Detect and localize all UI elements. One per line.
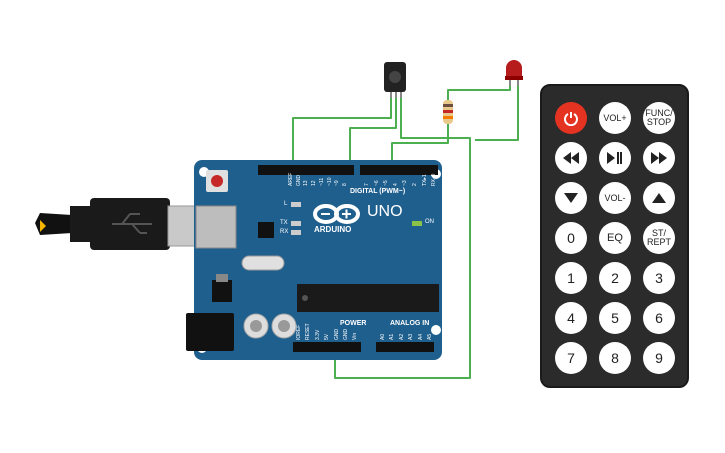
- pin-label: ~3: [402, 180, 409, 186]
- digit-6-button[interactable]: 6: [643, 302, 675, 334]
- pin-label: GND: [333, 328, 340, 340]
- usb-cable: [35, 198, 207, 250]
- on-label: ON: [425, 219, 434, 225]
- red-led[interactable]: [505, 60, 523, 86]
- digital-label: DIGITAL (PWM~): [350, 188, 406, 195]
- tx-label: TX: [280, 220, 288, 226]
- wire-receiver-gnd: [292, 95, 392, 168]
- wire-receiver-pin9: [349, 95, 397, 168]
- vol-plus-button[interactable]: VOL+: [599, 102, 631, 134]
- pin-label: RESET: [305, 323, 312, 340]
- digit-4-button[interactable]: 4: [555, 302, 587, 334]
- digit-8-button[interactable]: 8: [599, 342, 631, 374]
- pin-label: 8: [341, 183, 348, 186]
- digit-1-button[interactable]: 1: [555, 262, 587, 294]
- wire-led-resistor: [447, 85, 511, 100]
- pin-label: 3.3V: [314, 329, 321, 340]
- pin-label: ~9: [334, 180, 341, 186]
- pin-label: A5: [427, 333, 433, 340]
- pin-label: ~11: [318, 177, 325, 186]
- vol-minus-button[interactable]: VOL-: [599, 182, 631, 214]
- pin-label: A3: [408, 333, 415, 340]
- pin-label: GND: [343, 328, 349, 340]
- pin-label: Vin: [352, 332, 359, 340]
- pin-label: 13: [303, 180, 310, 186]
- pin-label: 7: [364, 183, 370, 186]
- power-icon: [564, 112, 578, 126]
- pin-label: RX◂0: [431, 173, 438, 186]
- rx-label: RX: [280, 229, 289, 235]
- pin-label: 4: [392, 183, 399, 186]
- wires: [292, 85, 519, 379]
- arrow-down-icon: [564, 193, 578, 203]
- tx-led: [291, 221, 301, 226]
- prev-button[interactable]: [555, 142, 587, 174]
- digit-9-button[interactable]: 9: [643, 342, 675, 374]
- ir-receiver[interactable]: [384, 62, 406, 98]
- rx-led: [291, 230, 301, 235]
- pin-label: ~6: [373, 180, 380, 186]
- skip-back-icon: [563, 152, 579, 164]
- arduino-logo: [313, 204, 360, 224]
- arduino-uno-board[interactable]: [186, 160, 442, 360]
- skip-forward-icon: [651, 152, 667, 164]
- reset-button[interactable]: [206, 170, 228, 192]
- arrow-up-icon: [652, 193, 666, 203]
- pin-label: ~5: [383, 180, 390, 186]
- board-model-label: UNO: [367, 203, 403, 220]
- digit-3-button[interactable]: 3: [643, 262, 675, 294]
- on-led: [412, 221, 422, 226]
- pin-label: IOREF: [296, 324, 302, 340]
- pin-label: A2: [398, 333, 405, 340]
- pin-label: 12: [311, 180, 318, 186]
- l-led: [291, 202, 301, 207]
- wire-receiver-vcc: [334, 95, 471, 379]
- pin-label: 2: [412, 183, 418, 186]
- atmega-chip: [297, 284, 439, 312]
- resistor[interactable]: [443, 100, 453, 124]
- pin-label: GND: [295, 174, 302, 186]
- digit-5-button[interactable]: 5: [599, 302, 631, 334]
- board-brand-label: ARDUINO: [314, 225, 352, 234]
- usb-icon: [112, 213, 152, 234]
- pin-label: AREF: [288, 172, 294, 186]
- dc-power-jack: [186, 313, 234, 351]
- digit-7-button[interactable]: 7: [555, 342, 587, 374]
- crystal: [241, 255, 285, 271]
- ir-remote[interactable]: VOL+ FUNC/ STOP VOL- 0 EQ ST/ REPT 1 2 3…: [540, 84, 689, 388]
- power-label: POWER: [340, 320, 367, 327]
- st-rept-button[interactable]: ST/ REPT: [643, 222, 675, 254]
- next-button[interactable]: [643, 142, 675, 174]
- play-pause-icon: [607, 152, 622, 164]
- wire-led-cathode: [475, 85, 519, 141]
- capacitors: [243, 313, 297, 339]
- pin-label: TX▸1: [421, 174, 428, 186]
- power-button[interactable]: [555, 102, 587, 134]
- l-label: L: [284, 201, 288, 207]
- pin-label: 5V: [324, 333, 331, 340]
- pin-label: A1: [389, 333, 396, 340]
- digit-0-button[interactable]: 0: [555, 222, 587, 254]
- wire-resistor-pin3: [391, 122, 449, 168]
- up-button[interactable]: [643, 182, 675, 214]
- down-button[interactable]: [555, 182, 587, 214]
- pin-label: A0: [380, 333, 386, 340]
- func-stop-button[interactable]: FUNC/ STOP: [643, 102, 675, 134]
- analog-label: ANALOG IN: [390, 320, 430, 327]
- pin-label: A4: [417, 333, 424, 340]
- digit-2-button[interactable]: 2: [599, 262, 631, 294]
- play-pause-button[interactable]: [599, 142, 631, 174]
- pin-label: ~10: [326, 177, 333, 186]
- eq-button[interactable]: EQ: [599, 222, 631, 254]
